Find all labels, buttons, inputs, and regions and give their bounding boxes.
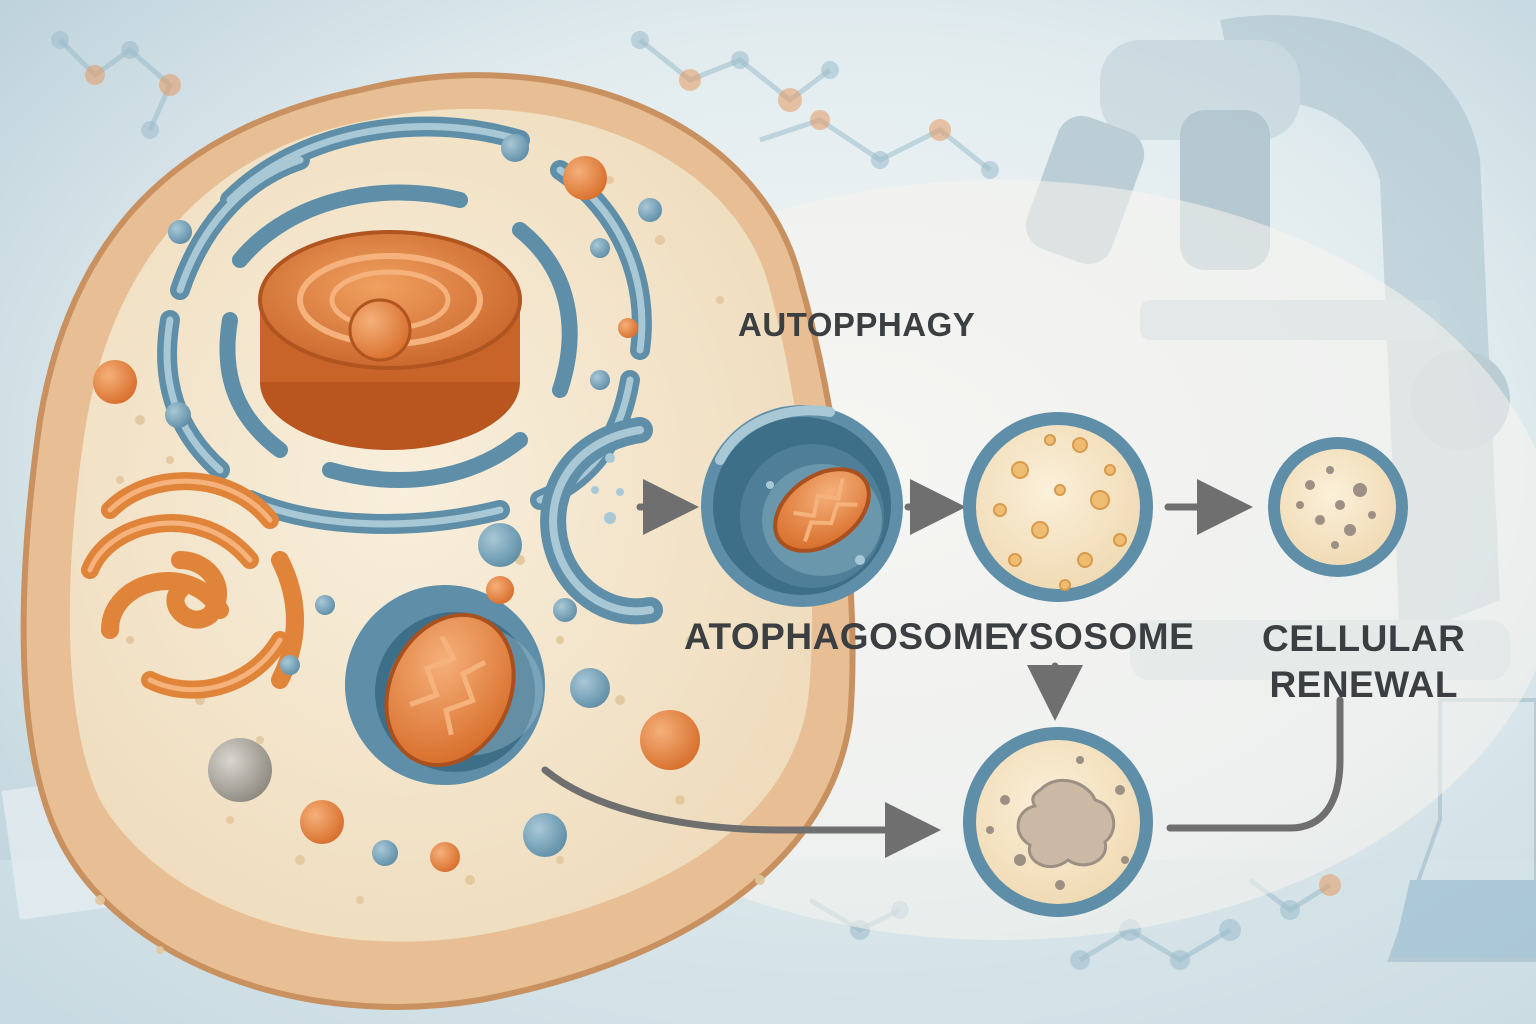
cell [20,72,856,1010]
engulfed-mitochondrion [384,612,516,768]
nucleolus [348,298,412,362]
nucleus [258,230,522,450]
cell-autophagosome [345,585,545,785]
diagram-title: AUTOPPHAGY [738,306,976,343]
autophagosome-label: ATOPHAGOSOME [684,616,1010,657]
golgi-inner [87,478,283,693]
autophagosome [701,405,903,607]
process-arrows [541,479,1344,858]
autophagosome-mitochondrion [773,467,871,553]
lysosome [963,412,1153,602]
degraded-material [1016,778,1116,869]
connector-degradation-to-renewal [1166,696,1344,832]
arrow-cell-to-degradation [541,766,941,858]
degradation-vesicle [963,727,1153,917]
phagophore [540,417,663,625]
renewal-vesicle [1268,437,1408,577]
cell-vesicles [93,134,700,872]
cellular-renewal-label-line1: CELLULAR [1262,618,1466,659]
cellular-renewal-label: CELLULAR RENEWAL [1262,616,1465,708]
cellular-renewal-label-line2: RENEWAL [1269,664,1458,705]
cytoplasm-speckles [95,176,765,954]
flask-icon [1387,698,1536,962]
lysosome-label: LYSOSOME [984,616,1195,657]
er-inner-ring [219,184,578,488]
